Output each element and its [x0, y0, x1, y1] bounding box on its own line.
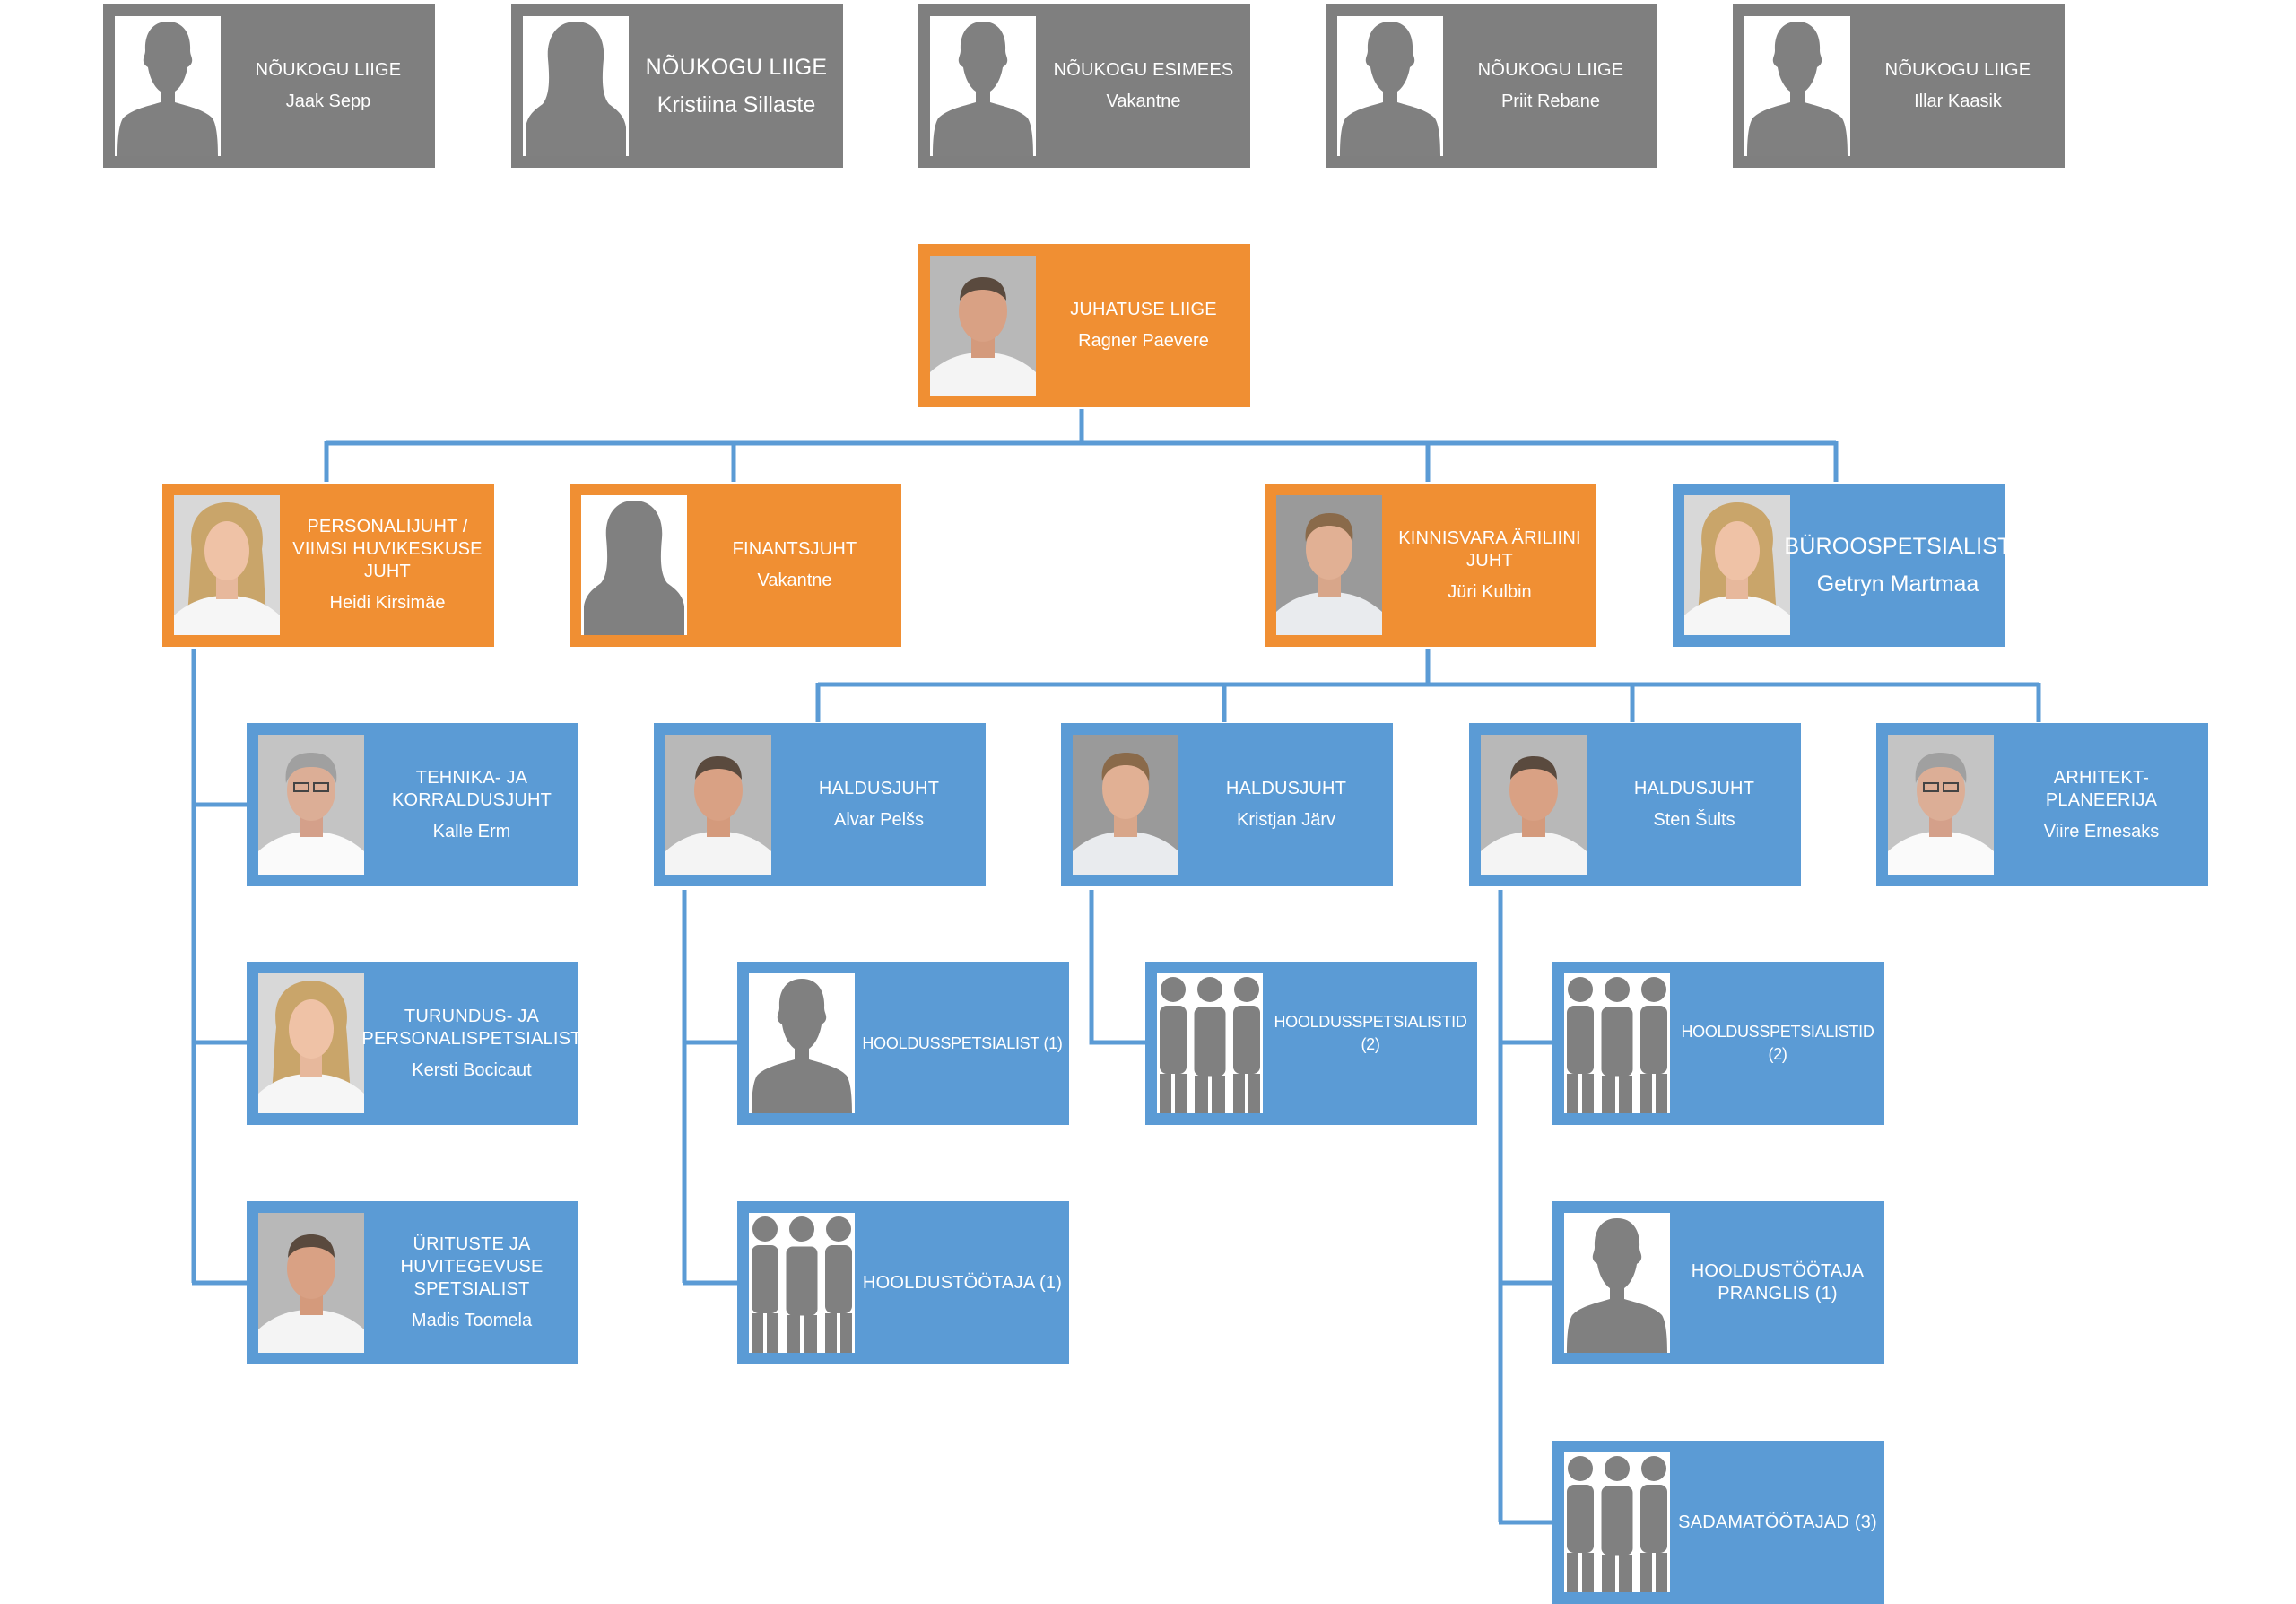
- manager-box-finance: FINANTSJUHT Vakantne: [570, 484, 901, 647]
- manager-box-hr: PERSONALIJUHT / VIIMSI HUVIKESKUSE JUHT H…: [162, 484, 494, 647]
- person-photo-icon: [930, 256, 1036, 396]
- box-name: Kristiina Sillaste: [657, 92, 816, 118]
- box-name: Alvar Pelšs: [833, 810, 925, 830]
- box-title: HOOLDUSTÖÖTAJA PRANGLIS (1): [1691, 1261, 1865, 1303]
- board-box-priit-rebane: NÕUKOGU LIIGE Priit Rebane: [1326, 4, 1657, 168]
- box-title: FINANTSJUHT: [732, 539, 857, 559]
- male-silhouette-icon: [1337, 16, 1443, 156]
- box-title: HOOLDUSSPETSIALISTID (2): [1274, 1013, 1467, 1053]
- staff-box-alvar-pelss: HALDUSJUHT Alvar Pelšs: [654, 723, 986, 886]
- female-silhouette-icon: [581, 495, 687, 635]
- group-icon: [749, 1213, 855, 1353]
- ceo-box: JUHATUSE LIIGE Ragner Paevere: [918, 244, 1250, 407]
- box-name: Sten Šults: [1653, 810, 1735, 830]
- manager-box-property: KINNISVARA ÄRILIINI JUHT Jüri Kulbin: [1265, 484, 1596, 647]
- team-box-hoolduspetsialist: HOOLDUSSPETSIALIST (1): [737, 962, 1069, 1125]
- box-name: Priit Rebane: [1500, 92, 1601, 111]
- board-box-jaak-sepp: NÕUKOGU LIIGE Jaak Sepp: [103, 4, 435, 168]
- box-name: Kalle Erm: [432, 821, 511, 841]
- team-box-hoolduspetsialistid-sten: HOOLDUSSPETSIALISTID (2): [1552, 962, 1884, 1125]
- team-box-hoolduspetsialistid-kristjan: HOOLDUSSPETSIALISTID (2): [1145, 962, 1477, 1125]
- box-title: BÜROOSPETSIALIST: [1784, 534, 2012, 559]
- box-title: JUHATUSE LIIGE: [1070, 300, 1217, 319]
- box-title: NÕUKOGU LIIGE: [255, 60, 402, 80]
- person-photo-icon: [1481, 735, 1587, 875]
- box-name: Madis Toomela: [411, 1311, 533, 1330]
- box-name: Kristjan Järv: [1236, 810, 1336, 830]
- box-title: SADAMATÖÖTAJAD (3): [1678, 1512, 1877, 1532]
- staff-box-madis-toomela: ÜRITUSTE JA HUVITEGEVUSE SPETSIALIST Madi…: [247, 1201, 578, 1364]
- box-title: ÜRITUSTE JA HUVITEGEVUSE SPETSIALIST: [400, 1234, 544, 1299]
- board-box-illar-kaasik: NÕUKOGU LIIGE Illar Kaasik: [1733, 4, 2065, 168]
- male-silhouette-icon: [749, 973, 855, 1113]
- board-box-chairman: NÕUKOGU ESIMEES Vakantne: [918, 4, 1250, 168]
- box-title: ARHITEKT-PLANEERIJA: [2045, 767, 2158, 810]
- person-photo-icon: [1276, 495, 1382, 635]
- team-box-sadamatootajad: SADAMATÖÖTAJAD (3): [1552, 1441, 1884, 1604]
- box-title: HALDUSJUHT: [818, 779, 940, 798]
- box-name: Viire Ernesaks: [2043, 821, 2160, 841]
- person-photo-icon: [258, 735, 364, 875]
- person-photo-icon: [665, 735, 771, 875]
- board-box-kristiina-sillaste: NÕUKOGU LIIGE Kristiina Sillaste: [511, 4, 843, 168]
- box-title: NÕUKOGU LIIGE: [1477, 60, 1624, 80]
- box-name: Jüri Kulbin: [1448, 581, 1532, 602]
- male-silhouette-icon: [930, 16, 1036, 156]
- group-icon: [1564, 973, 1670, 1113]
- staff-box-kersti-bocicaut: TURUNDUS- JA PERSONALISPETSIALIST Kersti …: [247, 962, 582, 1125]
- box-title: KINNISVARA ÄRILIINI JUHT: [1398, 527, 1581, 571]
- staff-box-sten-sults: HALDUSJUHT Sten Šults: [1469, 723, 1801, 886]
- box-name: Kersti Bocicaut: [412, 1059, 532, 1080]
- female-silhouette-icon: [523, 16, 629, 156]
- male-silhouette-icon: [1564, 1213, 1670, 1353]
- person-photo-icon: [1073, 735, 1178, 875]
- group-icon: [1564, 1452, 1670, 1592]
- box-title: NÕUKOGU LIIGE: [645, 55, 828, 80]
- box-title: TEHNIKA- JA KORRALDUSJUHT: [391, 767, 552, 810]
- box-name: Jaak Sepp: [285, 92, 371, 111]
- manager-box-office: BÜROOSPETSIALIST Getryn Martmaa: [1673, 484, 2011, 647]
- box-title: PERSONALIJUHT / VIIMSI HUVIKESKUSE JUHT: [292, 517, 483, 581]
- team-box-hooldustootaja-pranglis: HOOLDUSTÖÖTAJA PRANGLIS (1): [1552, 1201, 1884, 1364]
- box-name: Ragner Paevere: [1078, 331, 1209, 351]
- person-photo-icon: [258, 973, 364, 1113]
- person-photo-icon: [258, 1213, 364, 1353]
- box-title: TURUNDUS- JA PERSONALISPETSIALIST: [361, 1006, 582, 1049]
- box-name: Illar Kaasik: [1914, 92, 2002, 111]
- male-silhouette-icon: [1744, 16, 1850, 156]
- box-title: HALDUSJUHT: [1225, 779, 1347, 798]
- person-photo-icon: [1684, 495, 1790, 635]
- box-title: NÕUKOGU ESIMEES: [1053, 60, 1234, 80]
- staff-box-kristjan-jarv: HALDUSJUHT Kristjan Järv: [1061, 723, 1393, 886]
- male-silhouette-icon: [115, 16, 221, 156]
- box-title: HOOLDUSSPETSIALISTID (2): [1681, 1023, 1874, 1063]
- box-name: Vakantne: [1106, 92, 1181, 111]
- box-name: Heidi Kirsimäe: [329, 593, 446, 613]
- person-photo-icon: [174, 495, 280, 635]
- box-title: HOOLDUSSPETSIALIST (1): [862, 1033, 1063, 1052]
- box-name: Getryn Martmaa: [1816, 571, 1979, 597]
- box-name: Vakantne: [757, 571, 832, 590]
- box-title: NÕUKOGU LIIGE: [1884, 60, 2031, 80]
- staff-box-kalle-erm: TEHNIKA- JA KORRALDUSJUHT Kalle Erm: [247, 723, 578, 886]
- box-title: HALDUSJUHT: [1633, 779, 1755, 798]
- box-title: HOOLDUSTÖÖTAJA (1): [862, 1272, 1063, 1293]
- team-box-hooldustootaja: HOOLDUSTÖÖTAJA (1): [737, 1201, 1069, 1364]
- staff-box-viire-ernesaks: ARHITEKT-PLANEERIJA Viire Ernesaks: [1876, 723, 2208, 886]
- person-photo-icon: [1888, 735, 1994, 875]
- group-icon: [1157, 973, 1263, 1113]
